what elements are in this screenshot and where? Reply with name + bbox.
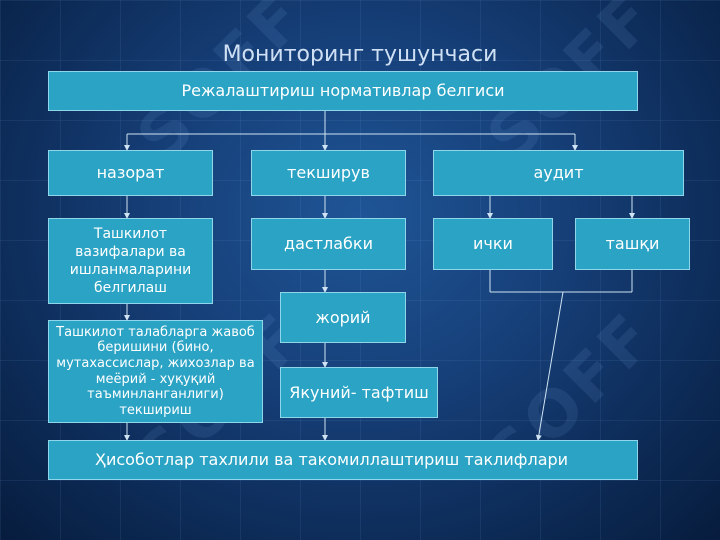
node-yakuniy: Якуний- тафтиш (280, 367, 438, 418)
node-regulation-norms: Режалаштириш нормативлар белгиси (48, 71, 638, 111)
node-tekshiruv: текширув (251, 150, 406, 196)
node-reports-analysis: Ҳисоботлар тахлили ва такомиллаштириш та… (48, 440, 638, 480)
page-title: Мониторинг тушунчаси (222, 42, 498, 67)
node-tashkilot-vazifalari: Ташкилот вазифалари ва ишланмаларини бел… (48, 218, 213, 304)
node-tashqi: ташқи (575, 218, 690, 270)
node-ichki: ички (433, 218, 553, 270)
node-audit: аудит (433, 150, 684, 196)
node-tashkilot-talablar: Ташкилот талабларга жавоб беришини (бино… (48, 320, 263, 423)
node-nazorat: назорат (48, 150, 213, 196)
node-joriy: жорий (280, 292, 406, 343)
node-dastlabki: дастлабки (251, 218, 406, 270)
